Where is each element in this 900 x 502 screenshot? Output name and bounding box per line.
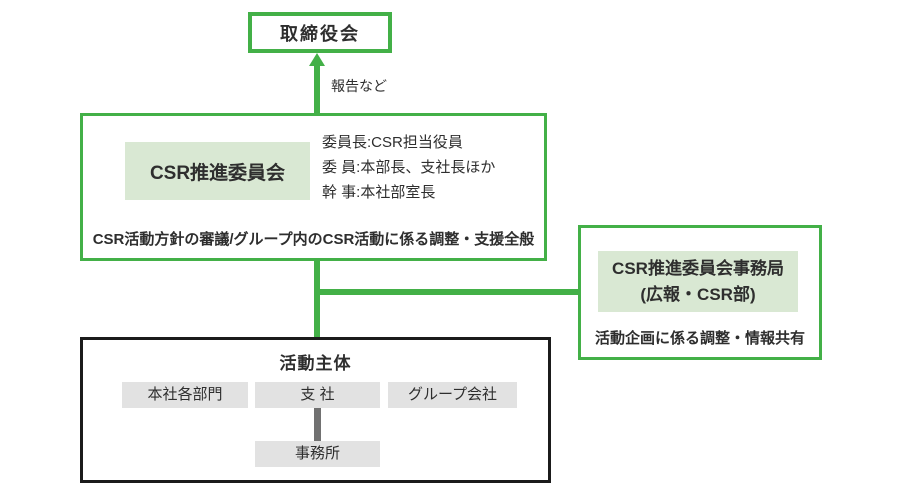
unit-head-office-departments: 本社各部門 [122,382,248,408]
secretariat-title-line1: CSR推進委員会事務局 [612,258,784,278]
connector-branch-to-secretariat [314,289,578,295]
report-arrow-label: 報告など [331,78,387,94]
board-box: 取締役会 [248,12,392,53]
connector-committee-to-actors [314,260,320,338]
committee-members: 委員長:CSR担当役員 委 員:本部長、支社長ほか 幹 事:本社部室長 [322,130,552,205]
committee-member-members: 委 員:本部長、支社長ほか [322,159,496,176]
secretariat-title-box: CSR推進委員会事務局 (広報・CSR部) [598,251,798,312]
board-label: 取締役会 [280,23,360,44]
secretariat-title-line2: (広報・CSR部) [640,284,756,304]
committee-title-label: CSR推進委員会 [149,162,286,184]
arrow-up-icon [309,53,325,66]
committee-member-secretary: 幹 事:本社部室長 [322,184,436,201]
committee-title-box: CSR推進委員会 [125,142,310,200]
report-arrow-line [314,64,320,113]
secretariat-description: 活動企画に係る調整・情報共有 [594,330,805,347]
connector-branch-to-office [314,408,321,441]
actors-title: 活動主体 [279,354,352,373]
committee-member-chair: 委員長:CSR担当役員 [322,134,463,151]
unit-group-companies: グループ会社 [388,382,517,408]
unit-branch-offices: 支 社 [255,382,380,408]
unit-office: 事務所 [255,441,380,467]
committee-description: CSR活動方針の審議/グループ内のCSR活動に係る調整・支援全般 [92,231,535,248]
